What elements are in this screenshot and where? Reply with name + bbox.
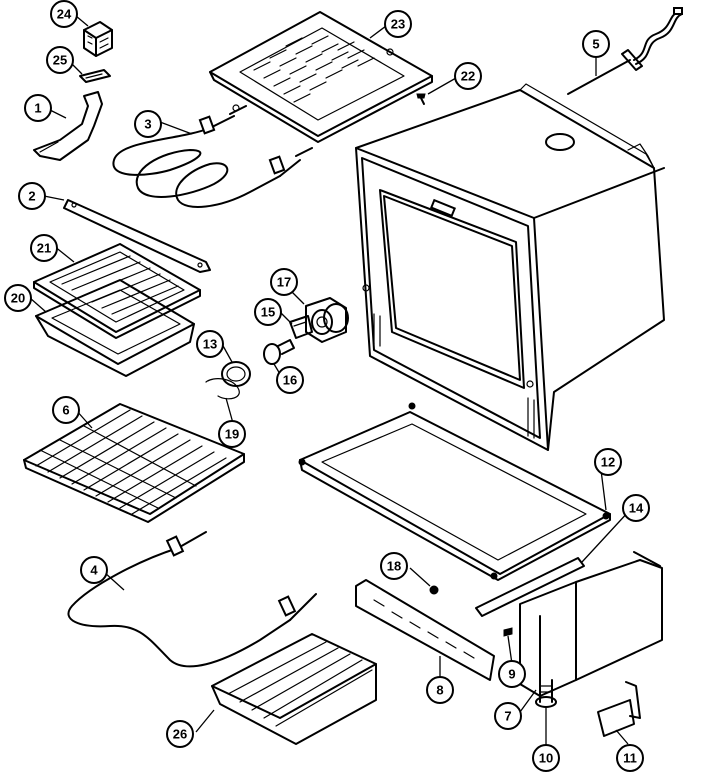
callout-1-label: 1 bbox=[34, 101, 41, 116]
callout-25: 25 bbox=[46, 46, 74, 74]
part-8-slotted-bracket bbox=[355, 579, 495, 681]
part-17-light-housing bbox=[305, 297, 349, 343]
callout-15-label: 15 bbox=[261, 305, 275, 320]
callout-5: 5 bbox=[582, 30, 610, 58]
callout-19: 19 bbox=[218, 420, 246, 448]
callout-13: 13 bbox=[196, 330, 224, 358]
callout-4-label: 4 bbox=[90, 563, 98, 578]
callout-7: 7 bbox=[494, 702, 522, 730]
callout-20: 20 bbox=[4, 284, 32, 312]
callout-6-label: 6 bbox=[62, 403, 69, 418]
callout-5-label: 5 bbox=[592, 37, 599, 52]
callout-1: 1 bbox=[24, 94, 52, 122]
callout-2-label: 2 bbox=[28, 189, 35, 204]
callout-3: 3 bbox=[134, 110, 162, 138]
callout-12-label: 12 bbox=[601, 455, 615, 470]
part-23-heat-shield bbox=[209, 11, 433, 143]
part-5-oven-sensor bbox=[567, 7, 683, 95]
callout-16: 16 bbox=[276, 366, 304, 394]
callout-21-label: 21 bbox=[37, 241, 51, 256]
callouts: 24 25 1 3 23 22 5 2 21 20 17 bbox=[4, 0, 650, 772]
callout-7-label: 7 bbox=[504, 709, 511, 724]
callout-24: 24 bbox=[50, 0, 78, 28]
part-1-bracket bbox=[33, 91, 103, 161]
callout-4: 4 bbox=[80, 556, 108, 584]
part-24-terminal-block bbox=[83, 21, 113, 57]
callout-14-label: 14 bbox=[629, 501, 644, 516]
callout-17-label: 17 bbox=[277, 275, 291, 290]
callout-2: 2 bbox=[18, 182, 46, 210]
callout-26: 26 bbox=[166, 720, 194, 748]
callout-25-label: 25 bbox=[53, 53, 67, 68]
callout-12: 12 bbox=[594, 448, 622, 476]
callout-22-label: 22 bbox=[461, 69, 475, 84]
callout-14: 14 bbox=[622, 494, 650, 522]
callout-24-label: 24 bbox=[57, 7, 72, 22]
callout-23-label: 23 bbox=[391, 17, 405, 32]
part-10-leveling-leg bbox=[535, 679, 557, 708]
part-22-screw bbox=[416, 93, 426, 105]
part-25-clip bbox=[79, 69, 111, 83]
callout-19-label: 19 bbox=[225, 427, 239, 442]
callout-22: 22 bbox=[454, 62, 482, 90]
callout-9: 9 bbox=[498, 660, 526, 688]
callout-16-label: 16 bbox=[283, 373, 297, 388]
part-18-nut bbox=[429, 585, 439, 595]
part-19-retaining-wire bbox=[205, 378, 240, 400]
callout-9-label: 9 bbox=[508, 667, 515, 682]
part-4-bake-element bbox=[67, 531, 317, 668]
callout-10-label: 10 bbox=[539, 751, 553, 766]
callout-13-label: 13 bbox=[203, 337, 217, 352]
part-2-strip bbox=[63, 199, 211, 273]
part-7-leveling-bracket bbox=[519, 551, 663, 697]
callout-8-label: 8 bbox=[436, 683, 443, 698]
part-14-strip bbox=[475, 557, 585, 617]
oven-cavity bbox=[355, 83, 665, 451]
callout-6: 6 bbox=[52, 396, 80, 424]
part-15-socket bbox=[289, 315, 313, 339]
callout-11: 11 bbox=[616, 744, 644, 772]
callout-15: 15 bbox=[254, 298, 282, 326]
callout-10: 10 bbox=[532, 744, 560, 772]
callout-3-label: 3 bbox=[144, 117, 151, 132]
callout-26-label: 26 bbox=[173, 727, 187, 742]
part-26-broil-drawer-tray bbox=[211, 633, 377, 745]
callout-11-label: 11 bbox=[623, 751, 637, 766]
part-20-broiler-pan bbox=[35, 279, 195, 377]
part-13-light-lens bbox=[221, 361, 251, 387]
callout-17: 17 bbox=[270, 268, 298, 296]
callout-18: 18 bbox=[380, 552, 408, 580]
callout-20-label: 20 bbox=[11, 291, 25, 306]
callout-23: 23 bbox=[384, 10, 412, 38]
part-12-bottom-panel bbox=[298, 402, 611, 581]
part-16-bulb bbox=[263, 339, 295, 365]
callout-21: 21 bbox=[30, 234, 58, 262]
part-6-oven-rack bbox=[23, 403, 245, 523]
callout-8: 8 bbox=[426, 676, 454, 704]
callout-18-label: 18 bbox=[387, 559, 401, 574]
part-9-screw bbox=[503, 627, 513, 637]
part-11-anti-tip-bracket bbox=[597, 681, 641, 737]
